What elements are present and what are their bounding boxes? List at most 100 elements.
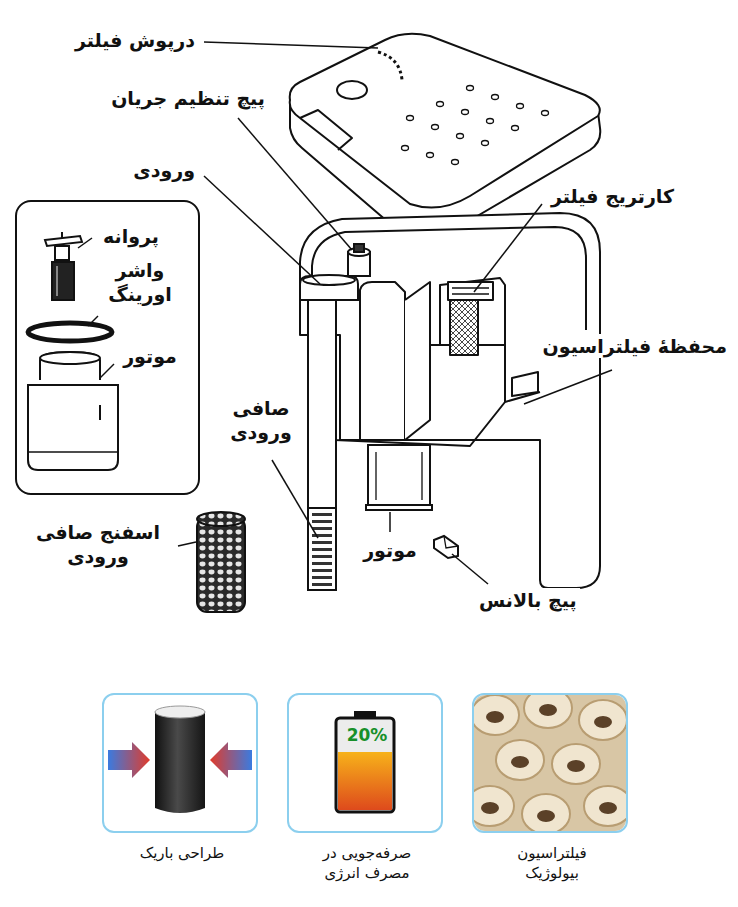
bio-rings-photo	[486, 711, 504, 723]
inset-parts	[28, 323, 112, 341]
part-label: واشر اورینگ	[97, 258, 183, 307]
filter-lid	[402, 146, 409, 151]
feature-box: 20%صرفه‌جویی در مصرف انرژی	[287, 693, 443, 833]
bio-rings-photo	[496, 740, 544, 780]
part-label: موتور	[120, 344, 180, 368]
inset-parts	[28, 385, 118, 470]
filter-lid	[402, 86, 549, 165]
leader-lines	[272, 460, 318, 538]
leader-lines	[238, 118, 352, 250]
bio-rings-photo	[579, 700, 626, 740]
balance-screw	[434, 536, 458, 558]
battery-icon	[336, 718, 394, 812]
intake-tube	[308, 296, 336, 590]
inset-parts	[56, 266, 58, 296]
feature-box: طراحی باریک	[102, 693, 258, 833]
filter-lid	[427, 153, 434, 158]
feature-box: فیلتراسیون بیولوژیک	[472, 693, 628, 833]
slim-design-icon	[108, 742, 150, 778]
bio-rings-photo	[599, 802, 617, 814]
intake-tube	[300, 276, 358, 300]
filter-housing	[450, 300, 478, 355]
feature-caption: صرفه‌جویی در مصرف انرژی	[306, 843, 428, 884]
filter-lid	[452, 160, 459, 165]
battery-percent: 20%	[347, 725, 388, 745]
part-label: اسفنج صافی ورودی	[20, 520, 176, 569]
filter-lid	[437, 102, 444, 107]
leader-lines	[100, 364, 114, 378]
filter-lid	[290, 34, 600, 208]
filter-housing	[360, 282, 405, 440]
part-label: موتور	[360, 538, 420, 562]
leader-lines	[474, 204, 542, 292]
bio-rings-photo	[539, 704, 557, 716]
intake-tube	[308, 508, 336, 590]
leader-lines	[78, 42, 612, 584]
battery-icon	[336, 711, 394, 812]
intake-sponge	[197, 517, 245, 612]
feature-caption: طراحی باریک	[107, 843, 257, 863]
inset-parts	[52, 262, 74, 300]
filter-lid	[407, 116, 414, 121]
filter-lid	[482, 141, 489, 146]
bio-rings-photo	[537, 810, 555, 822]
bio-rings-photo	[552, 744, 600, 784]
filter-lid	[300, 110, 352, 150]
filter-housing	[300, 213, 600, 588]
filter-housing	[405, 282, 430, 440]
battery-icon	[338, 752, 392, 810]
balance-screw	[444, 536, 458, 548]
slim-design-icon	[155, 706, 205, 718]
motor-unit	[366, 505, 432, 510]
part-label: محفظهٔ فیلتراسیون	[540, 334, 730, 358]
part-label: کارتریج فیلتر	[548, 184, 677, 208]
part-label: پیچ بالانس	[476, 588, 580, 612]
leader-lines	[204, 42, 378, 48]
leader-lines	[524, 370, 612, 404]
filter-lid	[337, 81, 367, 99]
balance-screw	[434, 536, 458, 558]
leader-lines	[178, 542, 196, 546]
bio-rings-photo	[474, 695, 626, 831]
part-label: صافی ورودی	[218, 396, 304, 445]
intake-sponge	[197, 512, 245, 526]
inset-parts	[99, 405, 101, 420]
bio-rings-photo	[594, 716, 612, 728]
bio-rings-photo	[474, 786, 514, 826]
filter-lid	[462, 110, 469, 115]
bio-rings-photo	[474, 695, 519, 735]
battery-icon	[336, 718, 394, 812]
leader-lines	[452, 554, 488, 584]
part-label: درپوش فیلتر	[72, 28, 198, 52]
bio-rings-photo	[511, 756, 529, 768]
intake-sponge	[197, 512, 245, 612]
bio-rings-photo	[481, 802, 499, 814]
part-label: ورودی	[130, 158, 198, 182]
motor-unit	[368, 445, 430, 507]
inset-parts	[45, 236, 82, 246]
bio-rings-photo	[474, 695, 626, 831]
filter-lid	[492, 95, 499, 100]
feature-caption: فیلتراسیون بیولوژیک	[496, 843, 608, 884]
bio-rings-photo	[524, 695, 572, 728]
filter-housing	[448, 282, 493, 300]
slim-design-icon	[210, 742, 252, 778]
filter-lid	[487, 119, 494, 124]
filter-lid	[378, 52, 402, 80]
filter-lid	[432, 125, 439, 130]
filter-housing	[300, 213, 600, 588]
slim-design-icon	[155, 707, 205, 813]
bio-rings-photo	[567, 760, 585, 772]
filter-lid	[517, 104, 524, 109]
slim-design-icon	[108, 706, 252, 813]
motor-unit	[376, 452, 422, 500]
filter-lid	[467, 86, 474, 91]
filter-lid	[542, 111, 549, 116]
bio-rings-photo	[481, 704, 617, 822]
leader-lines	[389, 512, 391, 532]
leader-lines	[204, 176, 320, 284]
part-label: پروانه	[100, 224, 162, 248]
bio-rings-photo	[522, 794, 570, 831]
leader-lines	[88, 316, 98, 326]
